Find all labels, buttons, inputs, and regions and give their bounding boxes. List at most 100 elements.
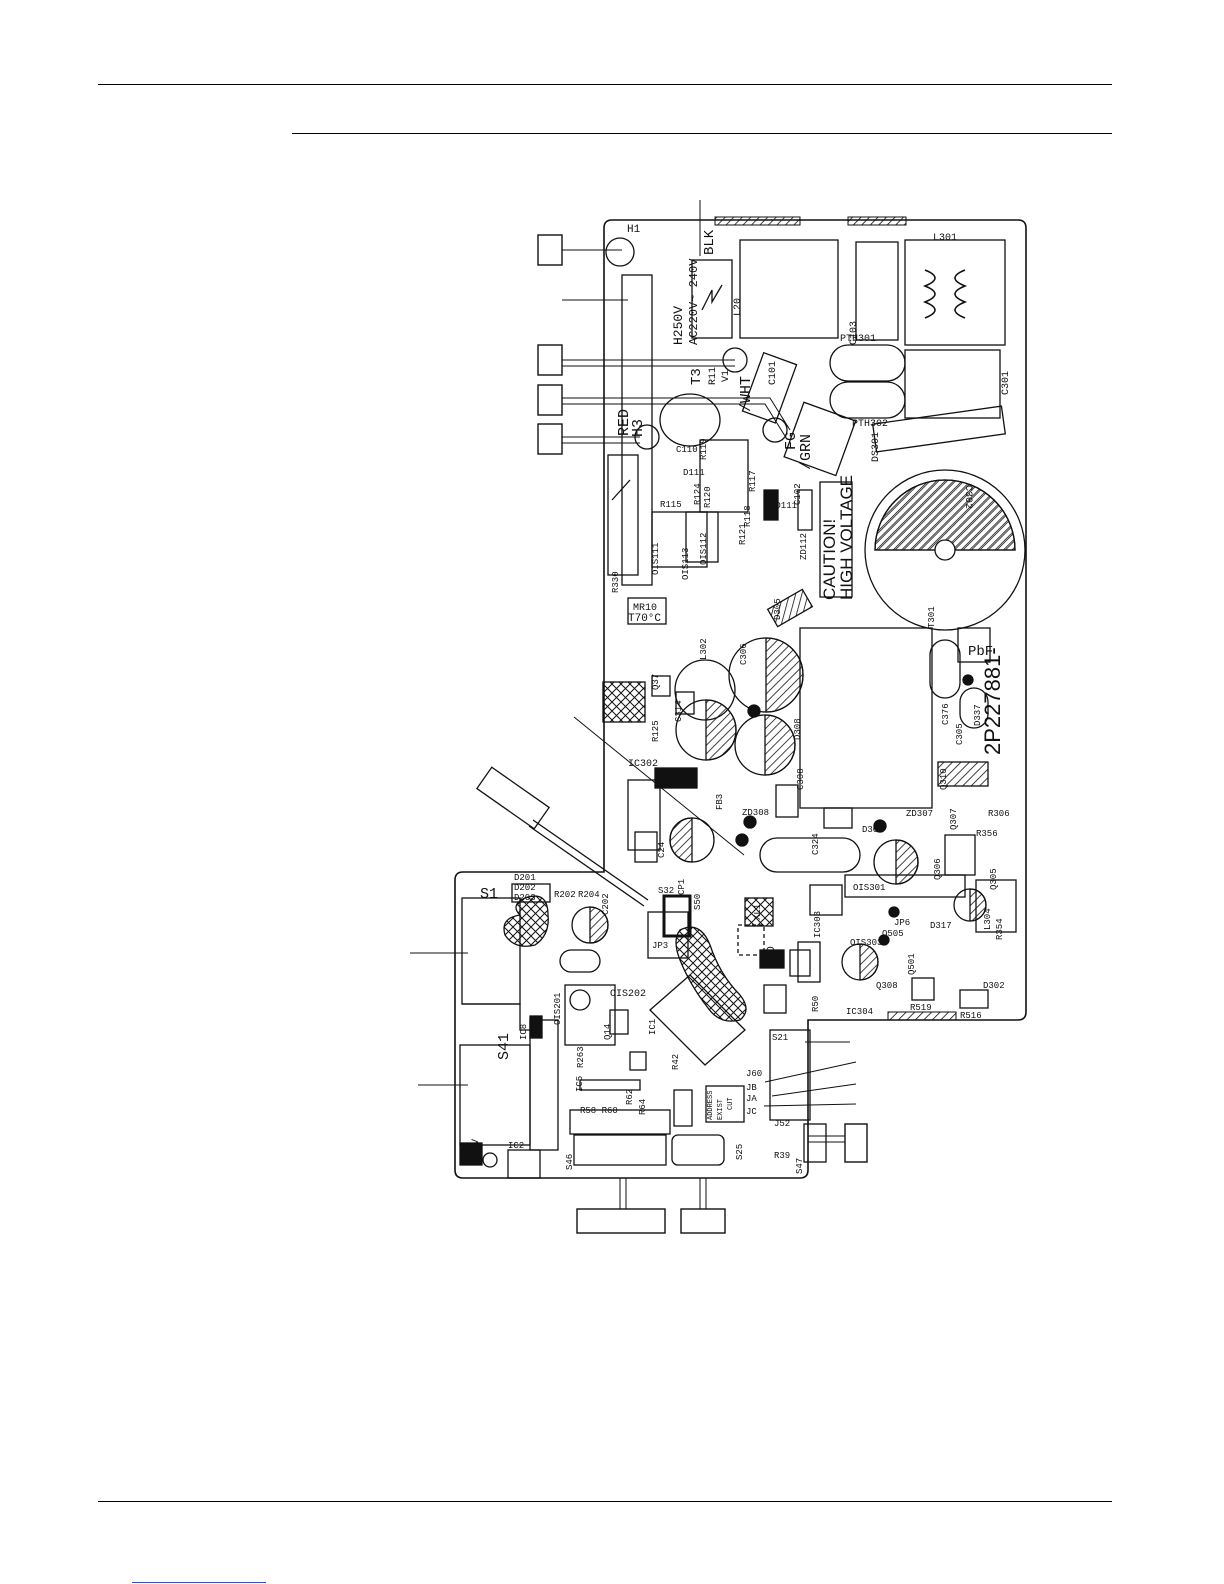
label-ois111: OIS111 (651, 543, 661, 575)
header-rule (98, 84, 1112, 85)
terminal-h3 (634, 424, 660, 450)
label-d304: D304 (862, 825, 884, 835)
label-fuse-rating: H250V (671, 306, 686, 345)
label-t3: T3 (689, 368, 705, 385)
label-r516: R516 (960, 1011, 982, 1021)
label-q307: Q307 (949, 808, 959, 830)
zd112-body (797, 489, 813, 531)
label-d302: D302 (983, 981, 1005, 991)
s1-outline (461, 897, 521, 1005)
label-q14: Q14 (603, 1024, 613, 1040)
label-jp6: JP6 (894, 918, 910, 928)
label-mr10: MR10 (633, 603, 657, 614)
rev-box (602, 681, 646, 723)
label-r263: R263 (576, 1046, 586, 1068)
label-d317: D317 (930, 921, 952, 931)
jumper-box (705, 1085, 745, 1123)
footer-link-underline (132, 1582, 266, 1583)
label-ic2: IC2 (508, 1141, 524, 1151)
label-d308: D308 (793, 718, 803, 740)
label-c308: C308 (796, 768, 806, 790)
label-c101: C101 (768, 361, 779, 385)
label-d203: D203 (514, 893, 536, 903)
connector-boxes (537, 234, 868, 1234)
probe-symbol (475, 766, 649, 907)
edge-marks (714, 216, 957, 1021)
l301-coil (904, 239, 1006, 346)
label-caution: CAUTION! (820, 519, 839, 600)
label-l304: L304 (983, 908, 993, 930)
label-r119: R119 (699, 438, 709, 460)
label-red: RED (616, 409, 633, 436)
label-fb3: FB3 (715, 794, 725, 810)
label-r121: R121 (738, 523, 748, 545)
terminal-fg (762, 417, 788, 443)
label-s25: S25 (735, 1144, 745, 1160)
fuse-holder-strip (621, 274, 653, 586)
label-fuse-voltage: AC220V~ 240V (687, 258, 701, 345)
label-j52: J52 (774, 1119, 790, 1129)
label-r330: R330 (611, 571, 621, 593)
label-c110: C110 (676, 445, 698, 455)
t301-transformer (799, 627, 933, 809)
label-s1: S1 (480, 886, 498, 903)
label-s47: S47 (795, 1158, 805, 1174)
label-r39: R39 (774, 1151, 790, 1161)
zd111-body (763, 489, 779, 521)
label-zd308: ZD308 (742, 808, 769, 818)
label-r204: R204 (578, 890, 600, 900)
s41-outline (459, 1044, 531, 1146)
label-s46: S46 (565, 1154, 575, 1170)
label-d337: D337 (973, 704, 983, 726)
ic1-cover (675, 926, 747, 1022)
ois112-block (685, 511, 719, 563)
board-outline (454, 219, 1027, 1179)
ic1-body (649, 974, 746, 1066)
label-c24: C24 (657, 842, 667, 858)
fuse-box (691, 259, 733, 339)
label-l302: L302 (699, 638, 709, 660)
r117-block (699, 439, 749, 513)
ic302-body (654, 767, 698, 789)
label-c376: C376 (941, 703, 951, 725)
mr10-box (627, 597, 667, 625)
s21-connector (769, 1029, 811, 1121)
label-ois201: OIS201 (553, 993, 563, 1025)
gnd-pad (759, 949, 785, 969)
label-r58r60: R58 R60 (580, 1106, 618, 1116)
label-cp1: CP1 (677, 879, 687, 895)
reactor-block (739, 239, 839, 339)
label-ic304: IC304 (846, 1007, 873, 1017)
label-12v: +12V (471, 1139, 482, 1163)
label-r519: R519 (910, 1003, 932, 1013)
label-c202: C202 (601, 893, 611, 915)
label-exist: EXIST (717, 1099, 725, 1120)
relay-body (607, 454, 639, 576)
l302-coil (674, 659, 736, 721)
12v-pad (459, 1142, 483, 1166)
label-5v: +5V (533, 1018, 544, 1036)
s47-connector (803, 1123, 827, 1163)
labels: H1 BLK H250V AC220V~ 240V L20 L301 C103 … (471, 224, 1012, 1174)
label-ic8: IC8 (519, 1024, 529, 1040)
label-zd307: ZD307 (906, 809, 933, 819)
terminal-h1 (605, 237, 635, 267)
caution-box (819, 481, 853, 598)
label-part-number: 2P227881- (980, 647, 1005, 755)
label-r356: R356 (976, 829, 998, 839)
label-jp3: JP3 (652, 941, 668, 951)
label-ic1: IC1 (648, 1019, 658, 1035)
c101-body (741, 351, 798, 424)
label-d201: D201 (514, 873, 536, 883)
label-r64: R64 (638, 1099, 648, 1115)
label-h1: H1 (627, 224, 641, 236)
label-q308: Q308 (876, 981, 898, 991)
label-q306: Q306 (933, 858, 943, 880)
label-d202: D202 (514, 883, 536, 893)
label-r125: R125 (651, 720, 661, 742)
label-v1: V1 (721, 370, 732, 382)
label-r11: R11 (708, 367, 719, 385)
label-q305: Q305 (989, 868, 999, 890)
label-ois303: OIS303 (850, 938, 882, 948)
s46-connector (573, 1134, 667, 1166)
